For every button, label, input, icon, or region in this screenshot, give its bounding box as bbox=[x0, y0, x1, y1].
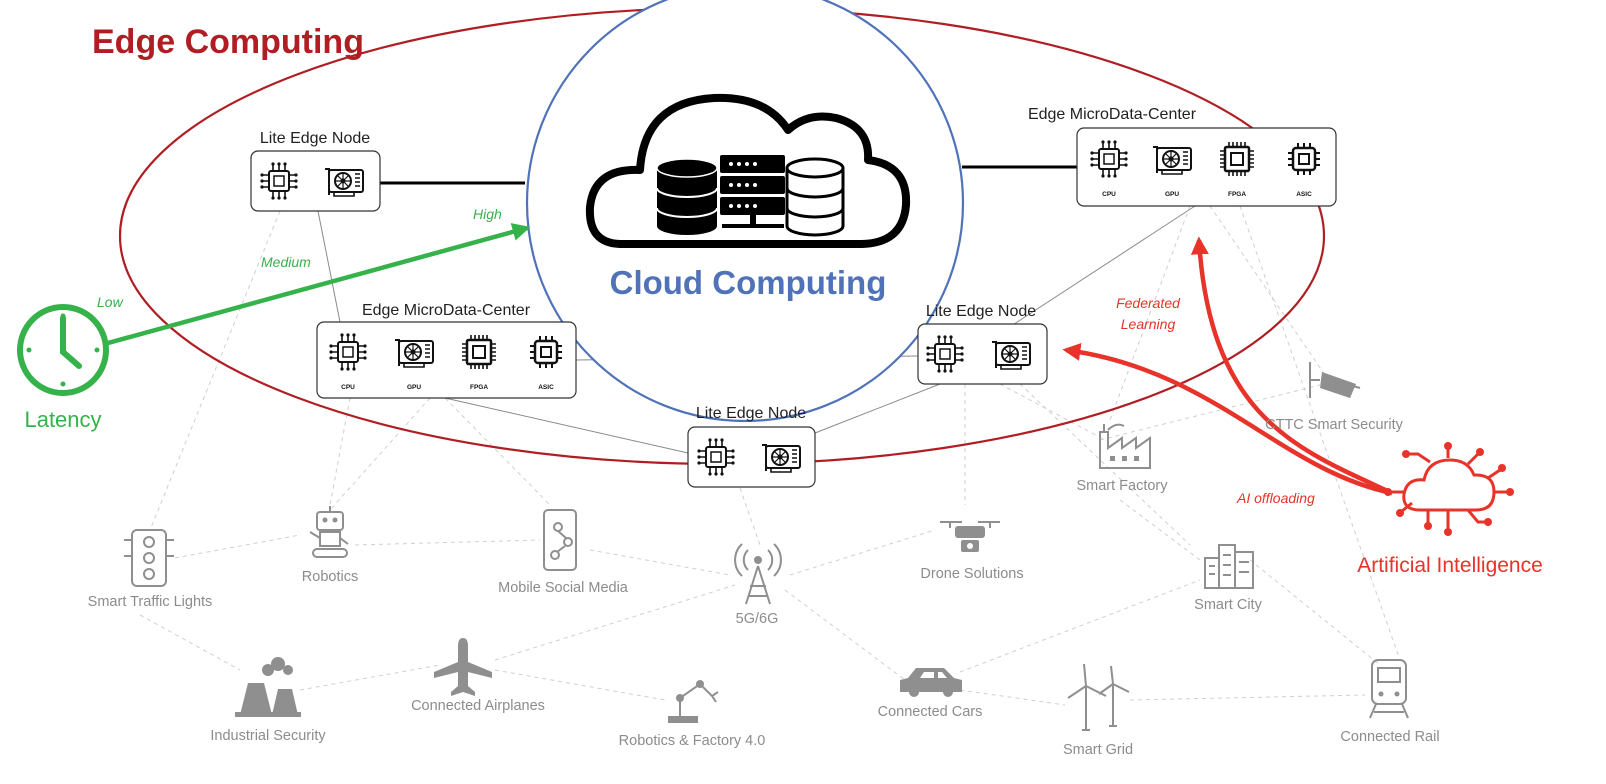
cpu-label: CPU bbox=[341, 384, 355, 391]
gpu-icon bbox=[324, 168, 364, 197]
federated-label-line2: Learning bbox=[1121, 316, 1176, 332]
app-label: Connected Airplanes bbox=[411, 698, 545, 714]
ai-group: Federated Learning AI offloading Artific… bbox=[1062, 236, 1543, 577]
ai-circuit-dots bbox=[1384, 442, 1514, 536]
gpu-icon bbox=[1152, 146, 1192, 175]
artificial-intelligence-label: Artificial Intelligence bbox=[1357, 554, 1543, 577]
gpu-label: GPU bbox=[1165, 191, 1179, 198]
cloud-computing-label: Cloud Computing bbox=[610, 264, 887, 301]
gpu-icon bbox=[394, 339, 434, 368]
gpu-label: GPU bbox=[407, 384, 421, 391]
app-5g-6g: 5G/6G bbox=[734, 543, 782, 627]
federated-label-line1: Federated bbox=[1116, 295, 1181, 311]
latency-medium-label: Medium bbox=[261, 254, 311, 270]
app-label: 5G/6G bbox=[736, 611, 779, 627]
ai-cloud-circuit-icon bbox=[1390, 448, 1508, 530]
app-label: Robotics bbox=[302, 569, 358, 585]
latency-label: Latency bbox=[24, 407, 101, 432]
fpga-label: FPGA bbox=[1228, 191, 1246, 198]
app-label: Smart Factory bbox=[1076, 478, 1168, 494]
train-icon bbox=[1369, 659, 1409, 719]
node-label: Lite Edge Node bbox=[260, 130, 370, 147]
ai-offloading-label: AI offloading bbox=[1236, 490, 1315, 506]
app-label: Smart Grid bbox=[1063, 742, 1133, 758]
node-label: Edge MicroData-Center bbox=[362, 302, 531, 319]
federated-learning-arrow bbox=[1190, 236, 1393, 496]
app-smart-city: Smart City bbox=[1194, 544, 1263, 613]
lite-edge-node-right: Lite Edge Node bbox=[917, 303, 1048, 385]
app-label: Connected Rail bbox=[1340, 729, 1439, 745]
app-connected-rail: Connected Rail bbox=[1340, 659, 1440, 745]
app-industrial-security: Industrial Security bbox=[210, 657, 326, 744]
cpu-label: CPU bbox=[1102, 191, 1116, 198]
latency-high-label: High bbox=[473, 206, 502, 222]
asic-label: ASIC bbox=[538, 384, 554, 391]
node-box bbox=[1076, 127, 1337, 207]
gpu-icon bbox=[761, 444, 801, 473]
latency-arrow bbox=[107, 223, 531, 346]
asic-label: ASIC bbox=[1296, 191, 1312, 198]
lite-edge-node-bottom: Lite Edge Node bbox=[687, 405, 816, 488]
app-robotics: Robotics bbox=[302, 506, 358, 585]
fpga-label: FPGA bbox=[470, 384, 488, 391]
factory-icon bbox=[1099, 423, 1151, 469]
security-camera-icon bbox=[1309, 362, 1361, 398]
drone-icon bbox=[940, 521, 1000, 552]
edge-computing-title: Edge Computing bbox=[92, 23, 364, 61]
app-label: Mobile Social Media bbox=[498, 580, 629, 596]
app-label: Smart Traffic Lights bbox=[88, 594, 213, 610]
edge-microdata-center-top-right: Edge MicroData-Center CPU GPU FPGA ASIC bbox=[1028, 106, 1337, 207]
database-icon bbox=[785, 157, 845, 237]
application-links bbox=[139, 205, 1401, 706]
app-label: Connected Cars bbox=[878, 704, 983, 720]
fpga-icon bbox=[1218, 140, 1256, 178]
app-mobile-social-media: Mobile Social Media bbox=[498, 509, 629, 596]
lite-edge-node-top-left: Lite Edge Node bbox=[250, 130, 381, 212]
ai-offloading-arrow bbox=[1062, 343, 1393, 496]
antenna-tower-icon bbox=[734, 543, 782, 605]
latency-low-label: Low bbox=[97, 294, 124, 310]
clock-icon bbox=[17, 304, 109, 396]
app-smart-grid: Smart Grid bbox=[1063, 663, 1133, 758]
app-cttc-smart-security: CTTC Smart Security bbox=[1265, 362, 1404, 433]
node-label: Edge MicroData-Center bbox=[1028, 106, 1197, 123]
app-label: CTTC Smart Security bbox=[1265, 417, 1404, 433]
smartphone-icon bbox=[543, 509, 577, 571]
edge-microdata-center-left: Edge MicroData-Center CPU GPU FPGA ASIC bbox=[316, 302, 577, 399]
app-label: Smart City bbox=[1194, 597, 1262, 613]
app-label: Industrial Security bbox=[210, 728, 326, 744]
app-label: Drone Solutions bbox=[920, 566, 1023, 582]
node-box bbox=[316, 321, 577, 399]
wind-turbine-icon bbox=[1067, 663, 1130, 731]
latency-group: Latency Low Medium High bbox=[17, 206, 531, 432]
fpga-icon bbox=[460, 333, 498, 371]
gpu-icon bbox=[991, 341, 1031, 370]
traffic-light-icon bbox=[124, 529, 174, 587]
city-buildings-icon bbox=[1204, 544, 1254, 589]
app-drone-solutions: Drone Solutions bbox=[920, 521, 1024, 582]
server-rack-icon bbox=[720, 155, 785, 228]
car-icon bbox=[900, 668, 962, 697]
app-label: Robotics & Factory 4.0 bbox=[619, 733, 766, 749]
node-label: Lite Edge Node bbox=[926, 303, 1036, 320]
industrial-plant-icon bbox=[235, 657, 301, 717]
node-label: Lite Edge Node bbox=[696, 405, 806, 422]
app-connected-airplanes: Connected Airplanes bbox=[411, 638, 545, 714]
app-connected-cars: Connected Cars bbox=[878, 668, 983, 720]
robotic-arm-icon bbox=[668, 680, 719, 723]
app-robotics-factory: Robotics & Factory 4.0 bbox=[619, 680, 766, 749]
app-smart-traffic-lights: Smart Traffic Lights bbox=[88, 529, 213, 610]
robot-icon bbox=[309, 506, 349, 558]
database-icon bbox=[656, 158, 718, 235]
airplane-icon bbox=[434, 638, 492, 696]
app-smart-factory: Smart Factory bbox=[1076, 423, 1168, 494]
